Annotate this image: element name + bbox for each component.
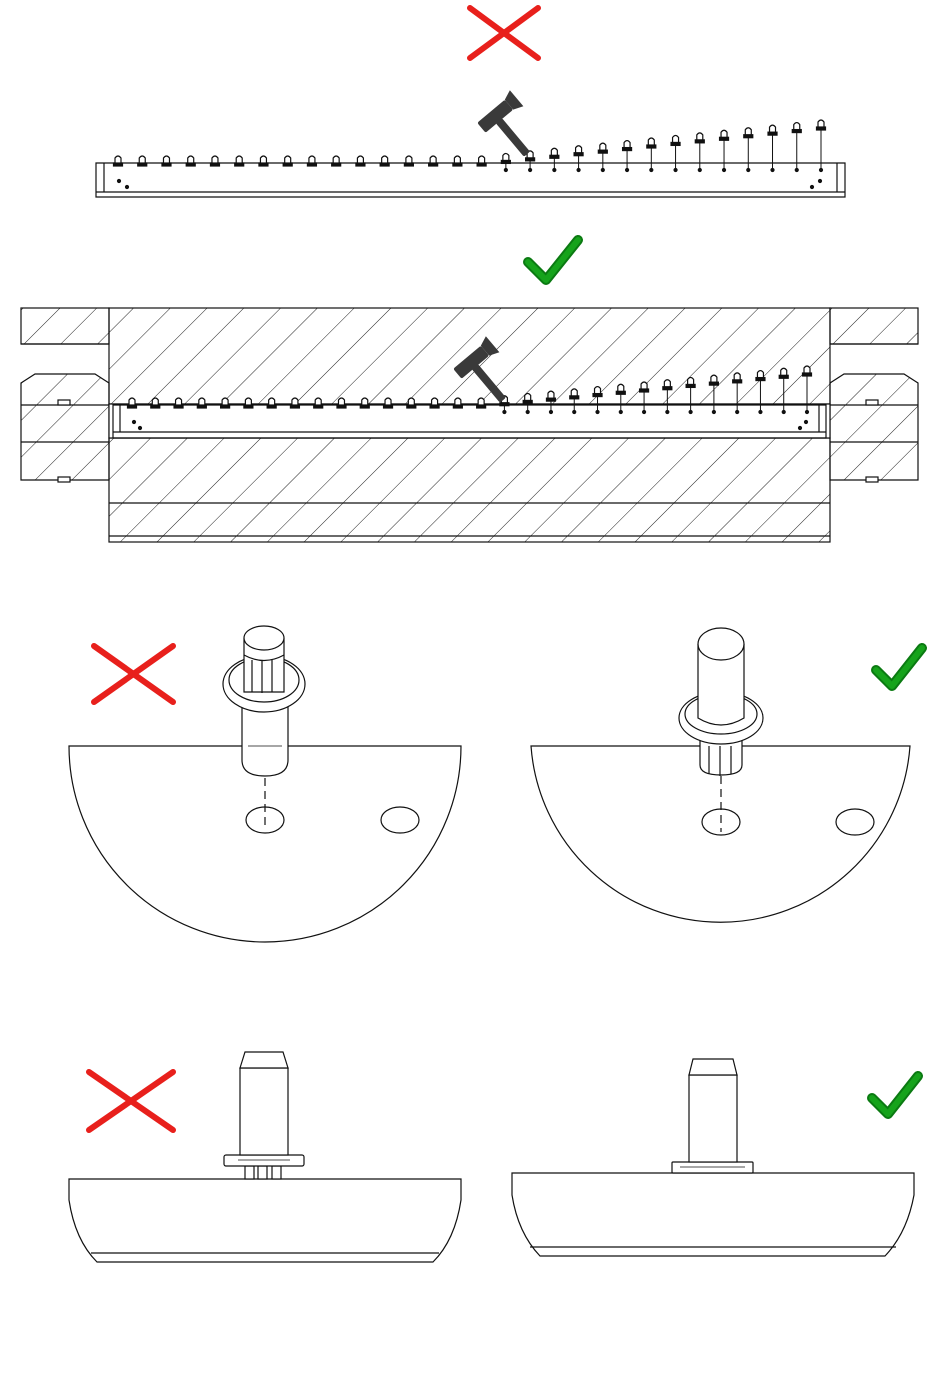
base-block-side	[512, 1173, 914, 1256]
panel-hammer-with-fixture-block	[21, 240, 918, 542]
pin	[360, 398, 369, 408]
pin	[453, 156, 462, 166]
pin	[453, 398, 462, 408]
pin	[259, 156, 268, 166]
fixture-block	[21, 308, 918, 542]
pin	[598, 143, 607, 171]
pin	[314, 398, 323, 408]
pin	[817, 120, 826, 172]
pin	[574, 146, 583, 172]
pin	[720, 130, 729, 171]
pin	[162, 156, 171, 166]
pin	[267, 398, 276, 408]
correct-mark-icon	[528, 240, 578, 280]
pin	[550, 148, 559, 171]
pin	[647, 138, 656, 172]
pin	[407, 398, 416, 408]
pin	[429, 156, 438, 166]
strip-pin-group	[114, 120, 826, 172]
pin	[671, 135, 680, 171]
pin	[151, 398, 160, 408]
pin	[332, 156, 341, 166]
pin	[501, 153, 510, 171]
pin	[477, 398, 486, 408]
wrong-mark-icon	[470, 8, 538, 58]
panel-pin-collar-side-view-right	[512, 1059, 918, 1256]
wrong-mark-icon	[94, 646, 173, 702]
pin	[174, 398, 183, 408]
hammer-icon	[475, 90, 549, 166]
pin	[210, 156, 219, 166]
pin-side-raised	[224, 1052, 304, 1179]
pin	[430, 398, 439, 408]
panel-pin-collar-top-view-left	[69, 626, 461, 942]
pin	[235, 156, 244, 166]
pin	[283, 156, 292, 166]
correct-mark-icon	[876, 648, 922, 686]
pin	[307, 156, 316, 166]
base-block-side	[69, 1179, 461, 1262]
pin	[404, 156, 413, 166]
pin	[290, 398, 299, 408]
pin	[380, 156, 389, 166]
pin	[356, 156, 365, 166]
pin	[477, 156, 486, 166]
panel-hammer-on-bare-strip	[96, 8, 845, 197]
pin	[744, 128, 753, 172]
bare-pin-strip	[96, 120, 845, 197]
pin	[197, 398, 206, 408]
pin	[695, 133, 704, 172]
correct-mark-icon	[872, 1076, 918, 1114]
wrong-mark-icon	[89, 1072, 173, 1130]
pin	[384, 398, 393, 408]
pin	[792, 123, 801, 172]
pin	[138, 156, 147, 166]
pin	[221, 398, 230, 408]
pin-side-seated	[672, 1059, 753, 1173]
pin	[186, 156, 195, 166]
panel-pin-collar-side-view-left	[69, 1052, 461, 1262]
pin	[623, 141, 632, 172]
pin	[128, 398, 137, 408]
pin	[244, 398, 253, 408]
pin	[768, 125, 777, 171]
pin	[337, 398, 346, 408]
pin	[114, 156, 123, 166]
panel-pin-collar-top-view-right	[531, 628, 922, 922]
